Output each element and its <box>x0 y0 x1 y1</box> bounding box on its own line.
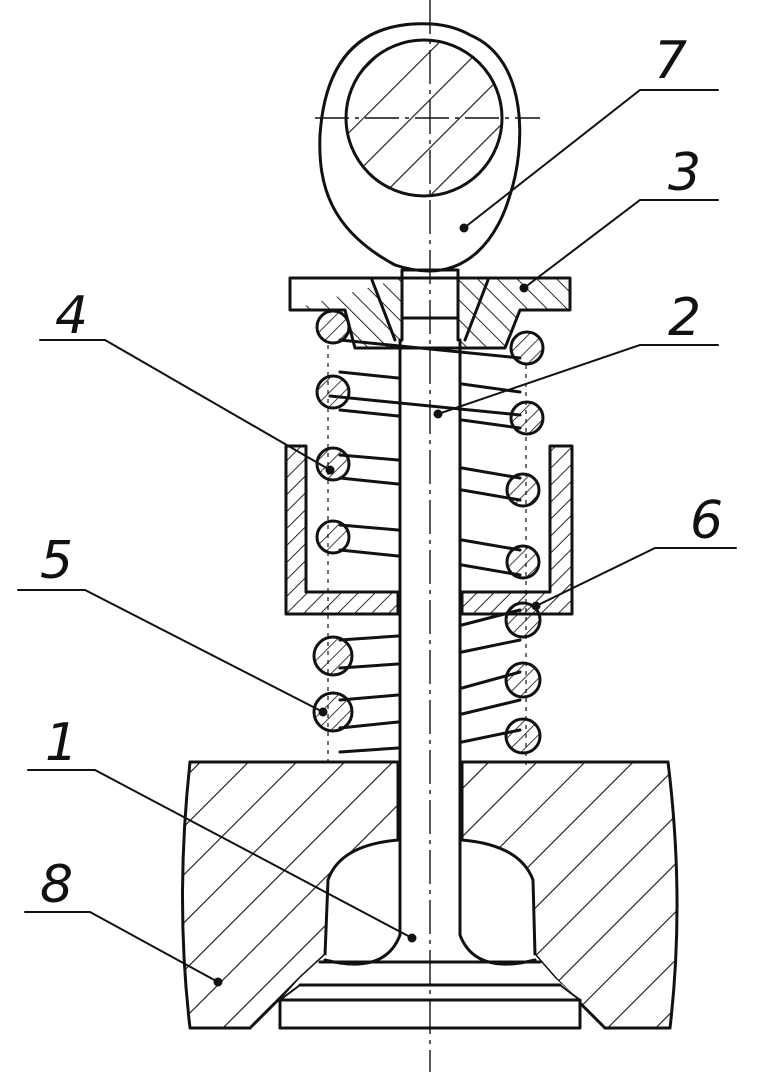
leader-lines <box>17 89 737 987</box>
label-4: 4 <box>55 286 88 346</box>
label-3: 3 <box>668 143 701 203</box>
cam <box>318 22 522 273</box>
label-7: 7 <box>654 31 687 91</box>
label-1: 1 <box>45 713 78 773</box>
label-5: 5 <box>40 531 73 591</box>
label-2: 2 <box>668 288 701 348</box>
springs <box>312 309 545 765</box>
center-axes <box>315 0 540 1072</box>
spring-retainer <box>288 268 572 350</box>
spring-cup <box>284 444 574 616</box>
label-6: 6 <box>690 491 723 551</box>
label-8: 8 <box>40 855 73 915</box>
part-labels: 7 3 2 4 5 6 1 8 <box>40 31 723 915</box>
cylinder-head <box>181 760 679 1030</box>
